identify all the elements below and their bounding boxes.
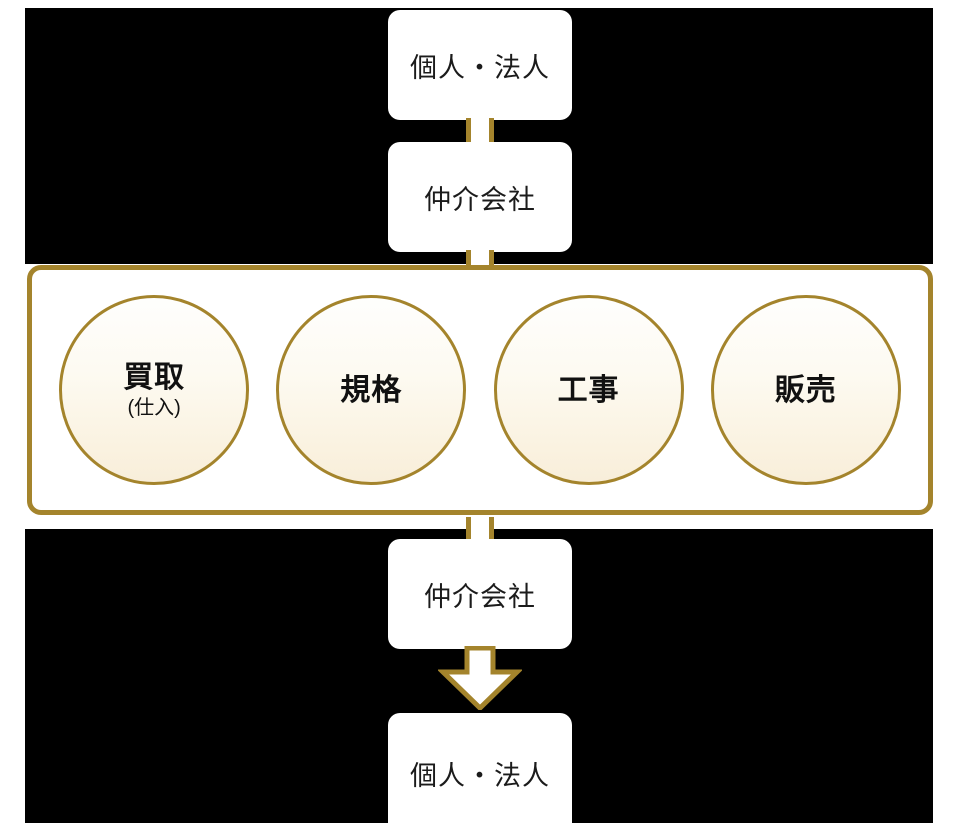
process-circle-construction[interactable]: 工事 xyxy=(493,295,684,485)
process-circle-purchase[interactable]: 買取 (仕入) xyxy=(59,295,250,485)
process-circle-sales[interactable]: 販売 xyxy=(710,295,901,485)
connector-buyer-top-to-broker-top xyxy=(466,118,494,144)
process-circle-standard-label: 規格 xyxy=(340,373,403,407)
connector-process-to-broker-bottom xyxy=(466,517,494,541)
node-buyer-bottom[interactable]: 個人・法人 xyxy=(388,713,572,833)
down-arrow-icon xyxy=(438,646,522,710)
node-broker-top[interactable]: 仲介会社 xyxy=(388,142,572,252)
process-circle-purchase-sublabel: (仕入) xyxy=(127,396,181,419)
process-circle-construction-label: 工事 xyxy=(557,373,620,407)
process-circle-sales-label: 販売 xyxy=(774,373,837,407)
node-buyer-bottom-label: 個人・法人 xyxy=(410,760,550,791)
node-broker-top-label: 仲介会社 xyxy=(424,184,536,215)
node-broker-bottom[interactable]: 仲介会社 xyxy=(388,539,572,649)
node-buyer-top[interactable]: 個人・法人 xyxy=(388,10,572,120)
node-broker-bottom-label: 仲介会社 xyxy=(424,581,536,612)
process-circle-standard[interactable]: 規格 xyxy=(276,295,467,485)
process-circle-purchase-label: 買取 xyxy=(123,360,186,394)
process-container: 買取 (仕入) 規格 工事 販売 xyxy=(27,265,933,515)
node-buyer-top-label: 個人・法人 xyxy=(410,52,550,83)
